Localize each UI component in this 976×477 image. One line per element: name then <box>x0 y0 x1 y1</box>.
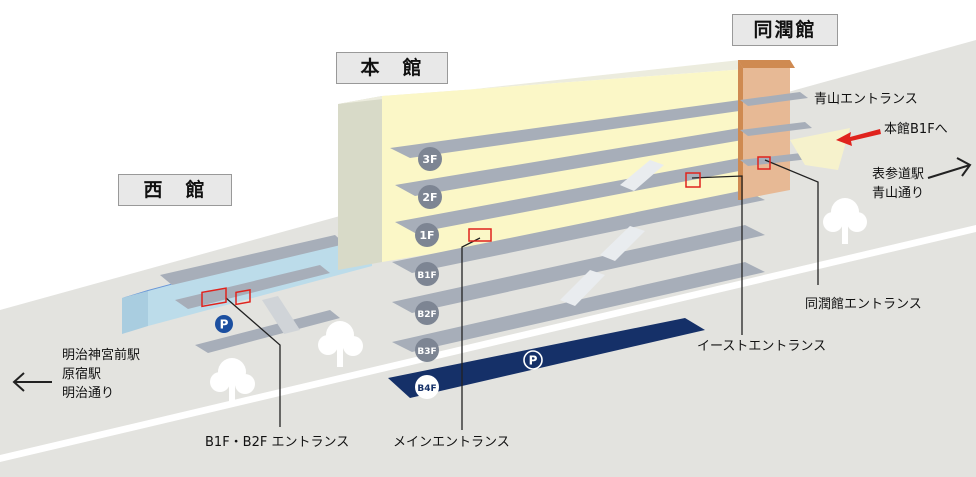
leader-dojunkan <box>764 159 819 285</box>
floor-badge-b3f <box>415 338 439 362</box>
tree-icon <box>823 198 867 244</box>
parking-icon <box>215 315 233 333</box>
leader-east <box>691 175 743 335</box>
west-wing <box>122 230 372 353</box>
west-wing-title: 西 館 <box>118 174 232 206</box>
parking-symbol: P <box>220 318 229 332</box>
dojunkan-building <box>738 60 850 200</box>
floor-badges: 3F 2F 1F B1F B2F B3F B4F <box>415 147 442 399</box>
direction-meiji-jingumae: 明治神宮前駅 <box>62 348 141 363</box>
label-b1f-b2f-entrance: B1F・B2F エントランス <box>205 435 350 450</box>
direction-omotesando: 表参道駅 <box>872 167 925 182</box>
main-building <box>338 60 765 398</box>
entrance-markers <box>201 156 771 308</box>
floor-badge-1f <box>415 223 439 247</box>
road-stripe <box>0 225 976 462</box>
floor-badge-b2f <box>415 301 439 325</box>
floor-badge-b1f <box>415 262 439 286</box>
floor-label-2f: 2F <box>422 191 437 204</box>
directions-left: 明治神宮前駅 原宿駅 明治通り <box>62 347 140 404</box>
leader-b1f-b2f <box>225 297 281 427</box>
b4f-parking-slab <box>388 318 705 398</box>
floor-label-1f: 1F <box>419 229 434 242</box>
label-dojunkan-entrance: 同潤館エントランス <box>805 297 922 312</box>
entrance-marker <box>235 289 251 306</box>
arrow-right-icon <box>927 157 972 179</box>
floor-badge-3f <box>418 147 442 171</box>
entrance-marker <box>757 156 771 170</box>
entrance-marker <box>468 228 492 242</box>
label-to-main-b1f: 本館B1Fへ <box>884 122 948 137</box>
floor-label-b4f: B4F <box>417 384 436 394</box>
main-building-title: 本 館 <box>336 52 448 84</box>
arrow-left-icon <box>12 372 52 392</box>
tree-icon <box>318 321 363 367</box>
label-main-entrance: メインエントランス <box>393 435 510 450</box>
entrance-marker <box>201 287 227 308</box>
aoyama-arrow-icon <box>836 129 881 146</box>
floor-badge-b4f <box>415 375 439 399</box>
direction-aoyama-dori: 青山通り <box>872 185 925 201</box>
floor-badge-2f <box>418 185 442 209</box>
floor-label-b3f: B3F <box>417 347 436 357</box>
dojunkan-title: 同潤館 <box>732 14 838 46</box>
parking-icon <box>523 350 543 370</box>
parking-symbol: P <box>529 354 538 368</box>
direction-harajuku: 原宿駅 <box>62 366 102 382</box>
entrance-marker <box>685 172 701 188</box>
floor-label-b1f: B1F <box>417 271 436 281</box>
label-aoyama-entrance: 青山エントランス <box>814 92 918 107</box>
floor-label-b2f: B2F <box>417 310 436 320</box>
label-east-entrance: イーストエントランス <box>697 339 827 354</box>
tree-icon <box>210 358 255 406</box>
directions-right: 表参道駅 青山通り <box>872 166 924 204</box>
direction-meiji-dori: 明治通り <box>62 385 115 401</box>
floor-label-3f: 3F <box>422 153 437 166</box>
